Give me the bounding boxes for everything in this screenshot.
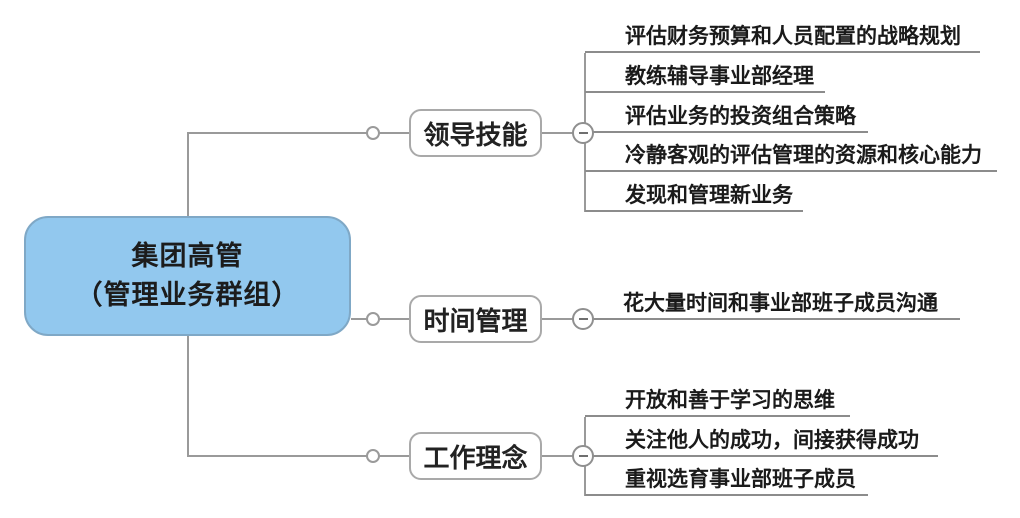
minus-icon — [578, 455, 588, 457]
minus-icon — [578, 132, 588, 134]
collapse-button[interactable] — [572, 308, 594, 330]
leaf-topic[interactable]: 发现和管理新业务 — [585, 177, 803, 212]
circle-dot-icon — [366, 449, 380, 463]
collapse-button[interactable] — [572, 445, 594, 467]
branch-label: 工作理念 — [423, 443, 528, 474]
leaf-topic[interactable]: 关注他人的成功，间接获得成功 — [585, 422, 938, 457]
minus-icon — [578, 318, 588, 320]
leaf-topic[interactable]: 花大量时间和事业部班子成员沟通 — [594, 285, 960, 320]
leaf-topic[interactable]: 冷静客观的评估管理的资源和核心能力 — [585, 137, 997, 172]
collapse-button[interactable] — [572, 122, 594, 144]
branch-node-time-management[interactable]: 时间管理 — [409, 295, 542, 343]
root-title-line1: 集团高管 — [131, 241, 244, 272]
branch-node-work-philosophy[interactable]: 工作理念 — [409, 432, 542, 480]
connector-root-to-branch-1 — [187, 132, 409, 216]
branch-label: 时间管理 — [423, 306, 528, 337]
leaf-topic[interactable]: 重视选育事业部班子成员 — [585, 461, 868, 496]
leaf-topic[interactable]: 评估财务预算和人员配置的战略规划 — [585, 18, 980, 53]
root-title-line2: （管理业务群组） — [75, 280, 300, 311]
branch-label: 领导技能 — [423, 120, 528, 151]
circle-dot-icon — [366, 126, 380, 140]
circle-dot-icon — [366, 312, 380, 326]
leaf-topic[interactable]: 开放和善于学习的思维 — [585, 382, 850, 417]
leaf-topic[interactable]: 评估业务的投资组合策略 — [585, 98, 868, 133]
leaf-topic[interactable]: 教练辅导事业部经理 — [585, 58, 825, 93]
connector-root-to-branch-3 — [187, 336, 409, 457]
branch-node-leadership[interactable]: 领导技能 — [409, 109, 542, 157]
root-node[interactable]: 集团高管 （管理业务群组） — [24, 216, 351, 336]
